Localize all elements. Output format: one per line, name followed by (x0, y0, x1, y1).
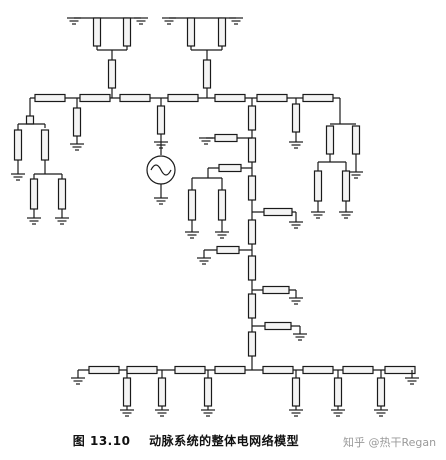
resistor-12 (302, 93, 334, 103)
resistor-21 (325, 125, 335, 155)
resistor-2 (107, 59, 117, 89)
resistor-49 (157, 377, 167, 407)
circuit-diagram (11, 17, 419, 417)
resistor-18 (72, 107, 82, 137)
resistor-38 (262, 285, 290, 295)
resistor-28 (247, 219, 257, 245)
resistor-25 (247, 105, 257, 131)
resistor-9 (167, 93, 199, 103)
resistor-31 (247, 331, 257, 357)
resistor-27 (247, 175, 257, 201)
resistor-39 (264, 321, 292, 331)
resistor-16 (29, 178, 39, 210)
resistor-17 (57, 178, 67, 210)
resistor-51 (291, 377, 301, 407)
resistor-50 (203, 377, 213, 407)
resistor-3 (186, 17, 196, 47)
resistor-33 (218, 163, 242, 173)
figure-number: 图 13.10 (72, 434, 131, 448)
resistor-13 (25, 115, 35, 125)
resistor-52 (333, 377, 343, 407)
resistor-47 (384, 365, 416, 375)
resistor-22 (351, 125, 361, 155)
resistor-37 (216, 245, 240, 255)
resistor-44 (262, 365, 294, 375)
resistor-35 (217, 189, 227, 221)
resistor-20 (291, 103, 301, 133)
resistor-14 (13, 129, 23, 161)
resistor-45 (302, 365, 334, 375)
watermark-text: 知乎 @热干Regan (343, 436, 437, 449)
figure-title: 动脉系统的整体电网络模型 (149, 434, 300, 448)
resistor-11 (256, 93, 288, 103)
resistor-34 (187, 189, 197, 221)
resistor-36 (263, 207, 293, 217)
resistor-19 (156, 105, 166, 135)
resistor-4 (217, 17, 227, 47)
resistor-5 (202, 59, 212, 89)
watermark: 知乎 @热干Regan (343, 434, 436, 450)
figure-caption: 图 13.10 动脉系统的整体电网络模型 (0, 432, 372, 449)
resistor-23 (313, 170, 323, 202)
resistor-6 (34, 93, 66, 103)
resistor-29 (247, 255, 257, 281)
resistor-7 (79, 93, 111, 103)
resistor-0 (92, 17, 102, 47)
resistor-41 (126, 365, 158, 375)
resistor-53 (376, 377, 386, 407)
resistor-42 (174, 365, 206, 375)
resistor-1 (122, 17, 132, 47)
resistor-46 (342, 365, 374, 375)
sine-icon (150, 164, 172, 176)
resistor-26 (247, 137, 257, 163)
resistor-30 (247, 293, 257, 319)
resistor-15 (40, 129, 50, 161)
resistor-40 (88, 365, 120, 375)
resistor-8 (119, 93, 151, 103)
resistor-43 (214, 365, 246, 375)
resistor-48 (122, 377, 132, 407)
resistor-10 (214, 93, 246, 103)
resistor-32 (214, 133, 238, 143)
resistor-24 (341, 170, 351, 202)
